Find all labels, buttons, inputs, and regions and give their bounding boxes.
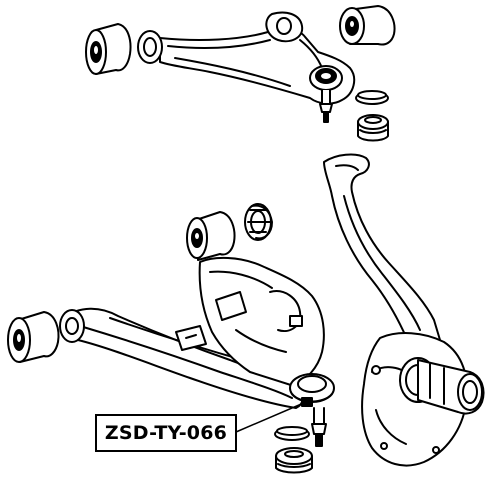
upper-left-bushing: [85, 23, 132, 75]
upper-control-arm: [137, 11, 356, 123]
steering-knuckle: [323, 153, 485, 467]
lower-dust-boot: [274, 426, 313, 474]
label-leader-line: [235, 401, 307, 433]
upper-right-bushing: [339, 5, 396, 46]
middle-spring-ring: [244, 203, 273, 241]
lower-control-arm: [59, 256, 335, 447]
lower-left-bushing: [7, 311, 60, 363]
upper-dust-boot: [355, 90, 389, 142]
part-number-label: ZSD-TY-066: [95, 414, 237, 452]
middle-bushing: [186, 211, 236, 261]
